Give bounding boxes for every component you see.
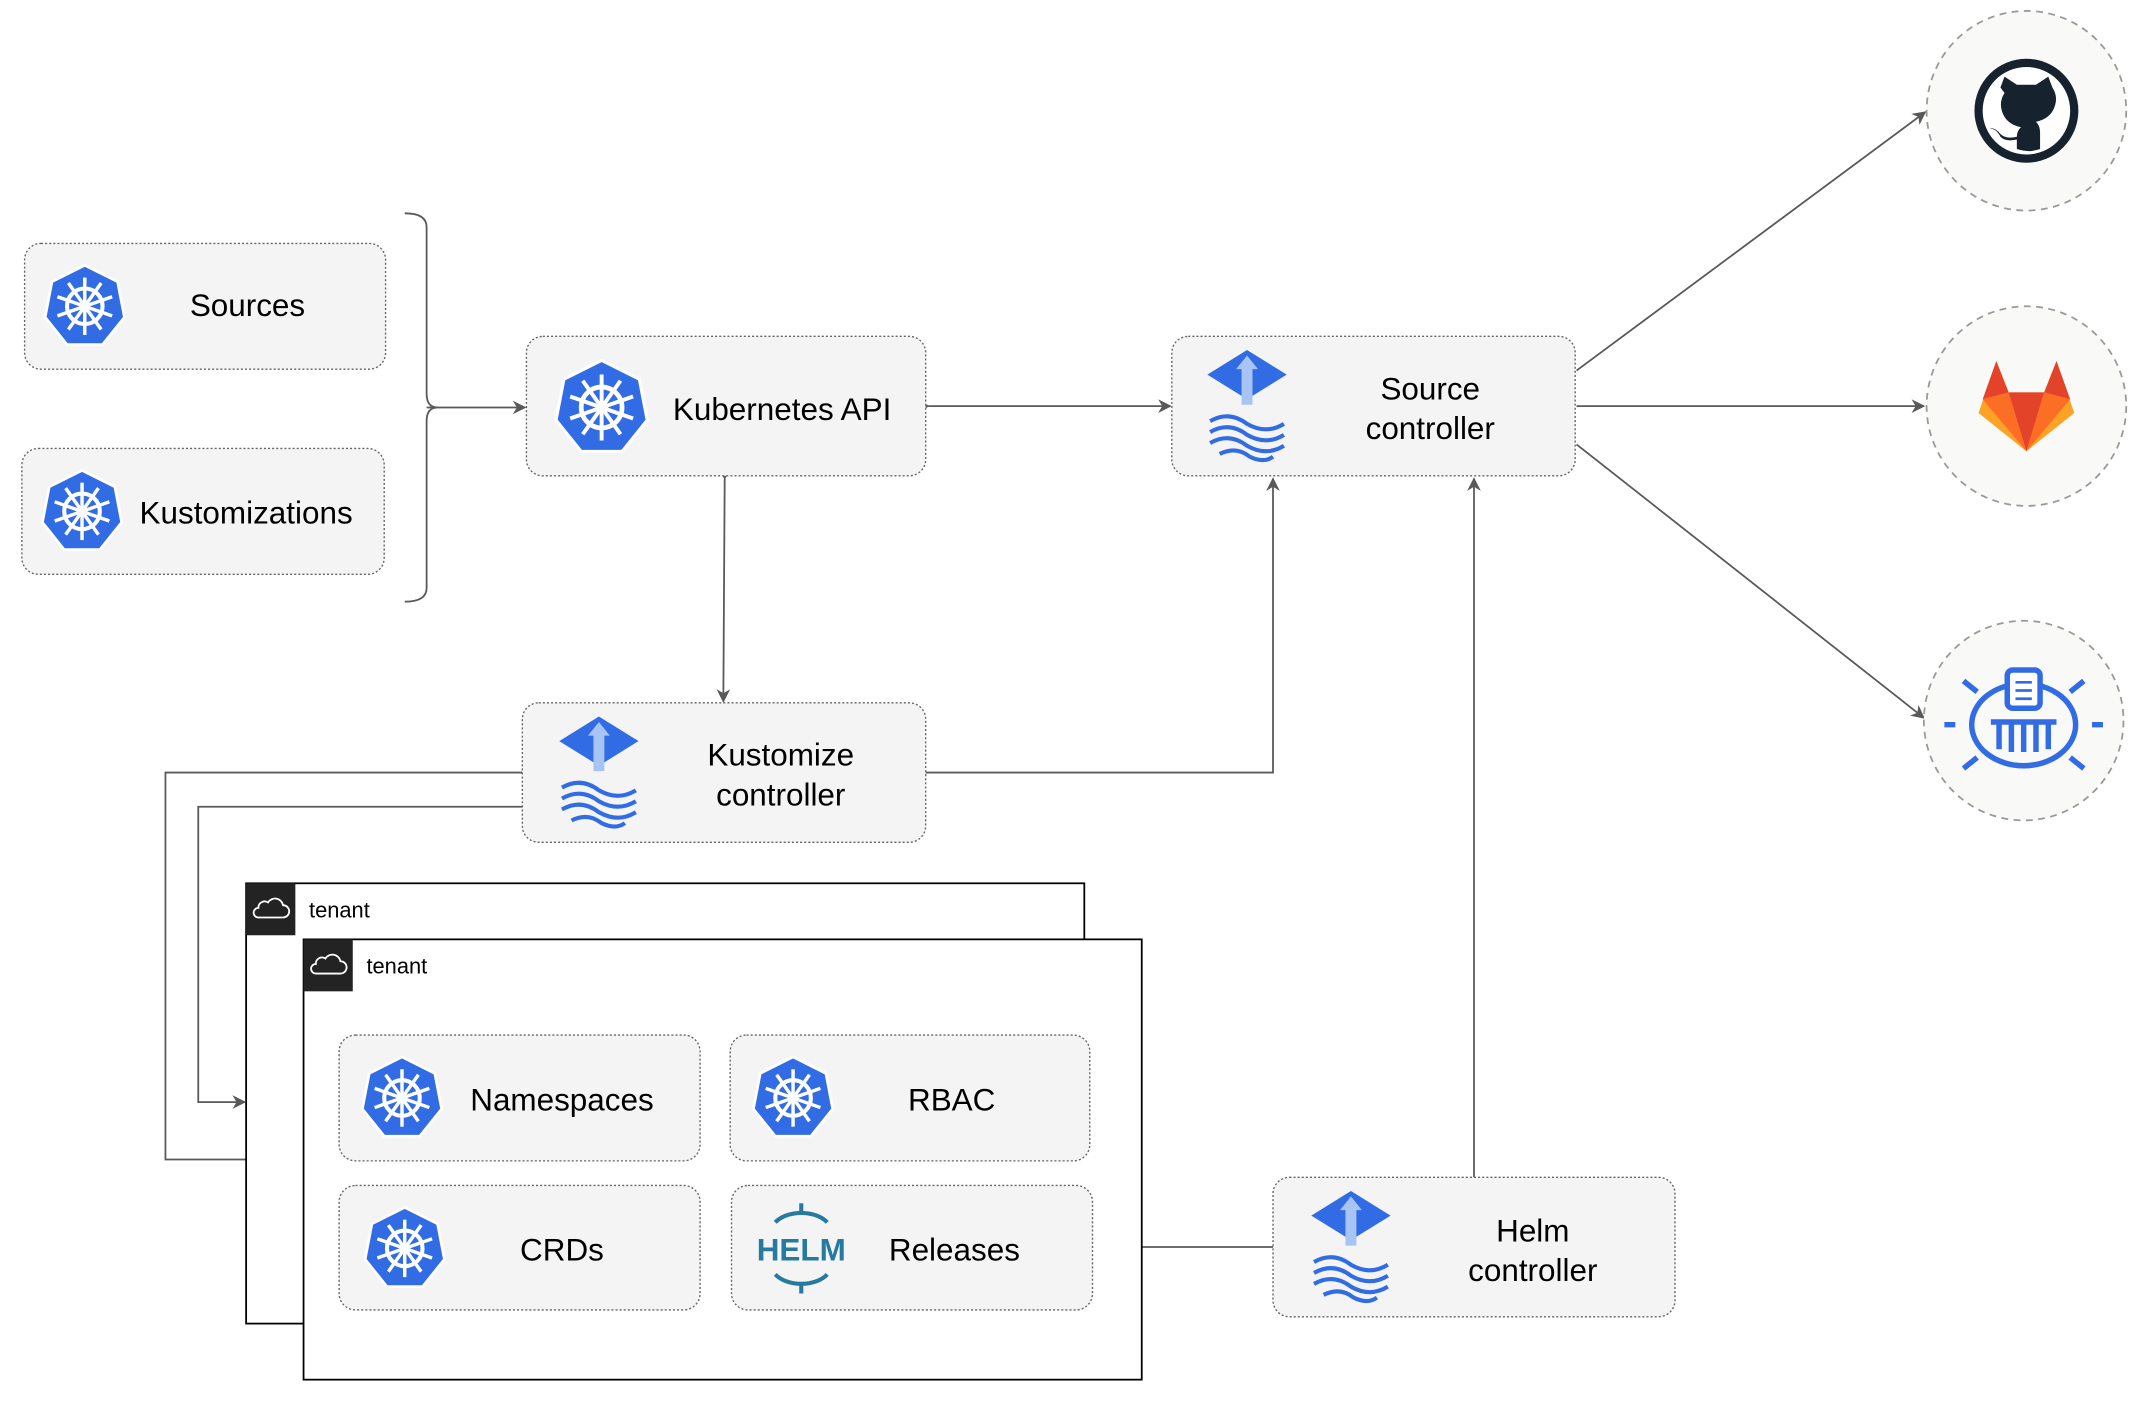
kustomize-controller-label-line2: controller xyxy=(716,777,845,812)
edge-kustomize-tenant-back xyxy=(197,805,523,1109)
bucket-node[interactable] xyxy=(1922,619,2125,822)
tenant-label: tenant xyxy=(309,897,370,922)
edge-kustomize-source xyxy=(925,477,1280,774)
sources-node[interactable]: Sources xyxy=(23,242,387,370)
edge-source-github xyxy=(1576,111,1927,372)
edge-api-kustomize xyxy=(716,466,732,703)
kustomizations-label: Kustomizations xyxy=(140,496,353,531)
namespaces-node[interactable]: Namespaces xyxy=(338,1034,701,1162)
rbac-label: RBAC xyxy=(908,1082,995,1117)
tenant-label: tenant xyxy=(366,954,427,979)
github-icon xyxy=(1974,58,2079,163)
helm-controller-label-line1: Helm xyxy=(1496,1214,1569,1249)
gitlab-node[interactable] xyxy=(1925,305,2128,507)
kubernetes-api-label: Kubernetes API xyxy=(673,392,891,427)
edge-source-bucket xyxy=(1576,443,1925,719)
tenant-front[interactable]: tenant Namespaces RBAC CRDs HELM Release… xyxy=(302,938,1143,1381)
kubernetes-api-node[interactable]: Kubernetes API xyxy=(525,335,927,477)
kustomizations-node[interactable]: Kustomizations xyxy=(21,447,385,575)
helm-icon: HELM xyxy=(757,1203,846,1294)
source-controller-node[interactable]: Source controller xyxy=(1171,335,1576,477)
namespaces-label: Namespaces xyxy=(470,1082,653,1117)
source-controller-label-line1: Source xyxy=(1380,371,1480,406)
bucket-icon xyxy=(1944,667,2103,771)
helm-controller-node[interactable]: Helm controller xyxy=(1272,1176,1676,1318)
github-node[interactable] xyxy=(1925,10,2128,212)
kustomize-controller-label-line1: Kustomize xyxy=(707,738,854,773)
releases-node[interactable]: HELM Releases xyxy=(730,1184,1094,1311)
edge-kustomize-tenant-front xyxy=(164,771,523,1167)
helm-logo-text: HELM xyxy=(757,1233,846,1268)
crds-node[interactable]: CRDs xyxy=(338,1184,701,1311)
crds-label: CRDs xyxy=(520,1233,604,1268)
edges xyxy=(164,111,1927,1254)
rbac-node[interactable]: RBAC xyxy=(729,1034,1091,1162)
kustomize-controller-node[interactable]: Kustomize controller xyxy=(521,702,927,843)
releases-label: Releases xyxy=(889,1233,1020,1268)
source-controller-label-line2: controller xyxy=(1366,411,1495,446)
sources-label: Sources xyxy=(190,288,305,323)
helm-controller-label-line2: controller xyxy=(1468,1253,1597,1288)
gitlab-icon xyxy=(1978,360,2075,452)
